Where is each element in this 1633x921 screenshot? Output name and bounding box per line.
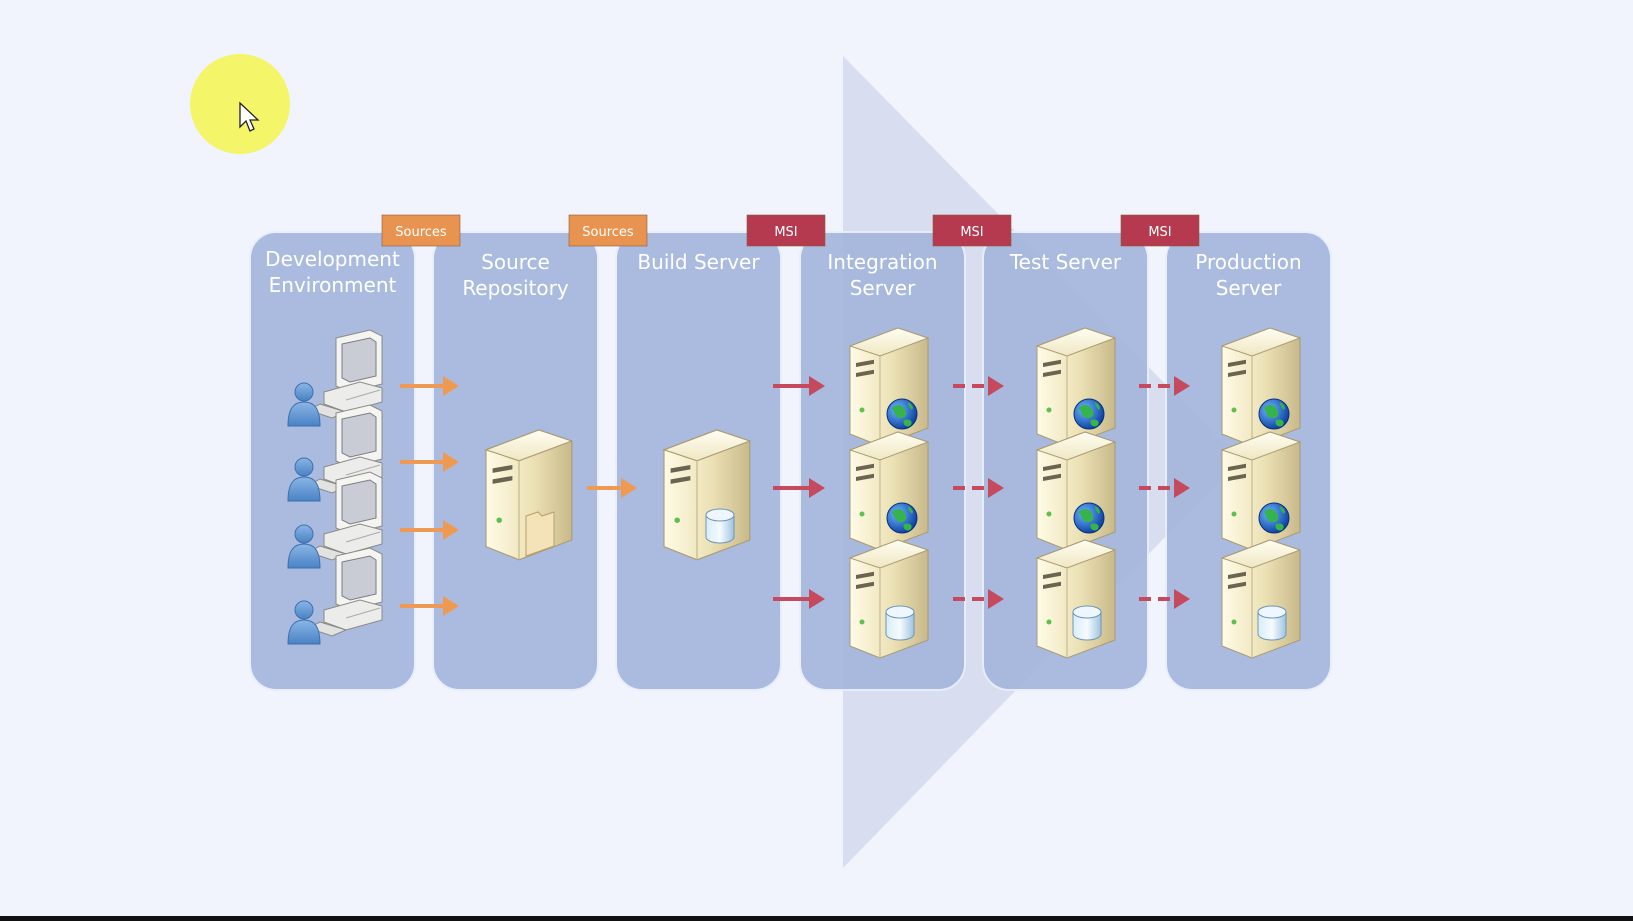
- flow-arrows: [400, 376, 1190, 616]
- svg-text:MSI: MSI: [774, 225, 797, 240]
- dashed-arrow: [953, 478, 1004, 498]
- database-icon: [705, 508, 735, 544]
- environment-server-icon: [849, 539, 929, 659]
- arrow: [773, 478, 825, 498]
- svg-text:MSI: MSI: [960, 225, 983, 240]
- build-server-icon: [663, 429, 751, 561]
- arrow: [587, 478, 637, 498]
- globe-icon: [1258, 398, 1290, 430]
- globe-icon: [1258, 502, 1290, 534]
- tag-msi-2: MSI: [746, 214, 826, 247]
- environment-server-icon: [1221, 431, 1301, 551]
- svg-text:MSI: MSI: [1148, 225, 1171, 240]
- arrow: [400, 596, 459, 616]
- environment-server-icon: [849, 431, 929, 551]
- database-icon: [1257, 605, 1287, 641]
- tag-source-1: Sources: [568, 214, 648, 247]
- svg-text:Sources: Sources: [582, 225, 634, 240]
- database-icon: [1072, 605, 1102, 641]
- dashed-arrow: [953, 589, 1004, 609]
- column-label-test: Test Server: [1009, 250, 1122, 274]
- globe-icon: [886, 502, 918, 534]
- database-icon: [885, 605, 915, 641]
- arrow: [400, 520, 459, 540]
- tag-msi-4: MSI: [1120, 214, 1200, 247]
- bottom-bar: [0, 916, 1633, 921]
- tag-msi-3: MSI: [932, 214, 1012, 247]
- arrow: [773, 376, 825, 396]
- arrow: [400, 376, 459, 396]
- arrow: [400, 452, 459, 472]
- globe-icon: [1073, 398, 1105, 430]
- tag-source-0: Sources: [381, 214, 461, 247]
- mouse-pointer-icon: [239, 101, 260, 132]
- environment-server-icon: [1036, 431, 1116, 551]
- dashed-arrow: [1139, 478, 1190, 498]
- environment-server-icon: [1221, 327, 1301, 447]
- transition-tags: Sources Sources MSI MSI MSI: [381, 214, 1200, 247]
- globe-icon: [886, 398, 918, 430]
- globe-icon: [1073, 502, 1105, 534]
- environment-server-icon: [1036, 327, 1116, 447]
- environment-server-icon: [849, 327, 929, 447]
- arrow: [773, 589, 825, 609]
- dashed-arrow: [1139, 376, 1190, 396]
- dashed-arrow: [953, 376, 1004, 396]
- environment-server-icon: [1221, 539, 1301, 659]
- svg-text:Sources: Sources: [395, 225, 447, 240]
- dashed-arrow: [1139, 589, 1190, 609]
- column-label-build: Build Server: [637, 250, 760, 274]
- environment-server-icon: [1036, 539, 1116, 659]
